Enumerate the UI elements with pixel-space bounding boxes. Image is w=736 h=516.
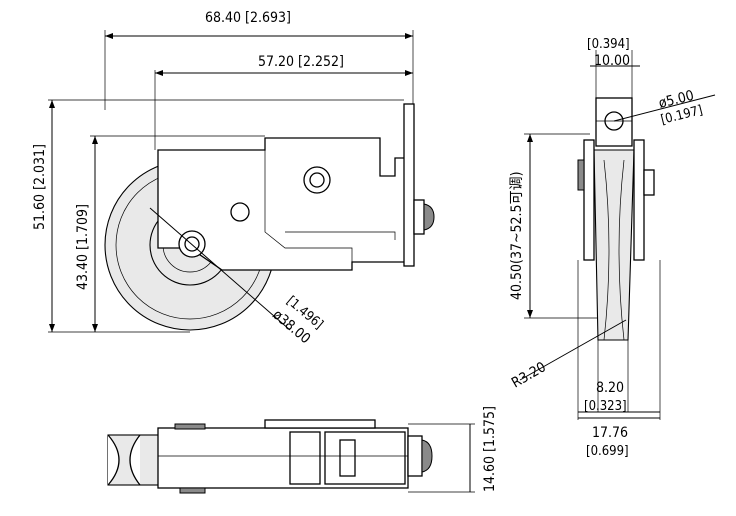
pin-width-in: [0.394] xyxy=(587,37,630,52)
bottom-height-dim: 14.60 [1.575] xyxy=(482,406,498,492)
total-width-mm: 17.76 xyxy=(592,425,628,441)
pin-width-mm: 10.00 xyxy=(594,53,630,69)
slot-hole xyxy=(230,202,250,222)
bracket-length-dim: 57.20 [2.252] xyxy=(258,54,344,70)
overall-height-dim: 51.60 [2.031] xyxy=(32,144,48,230)
side-wheel xyxy=(593,149,635,341)
front-view: 68.40 [2.693] 57.20 [2.252] 51.60 [2.031… xyxy=(32,10,435,347)
end-plate xyxy=(403,103,415,267)
side-view: [0.394] 10.00 ø5.00 [0.197] 40.50(37~52.… xyxy=(509,37,716,459)
wheel-width-in: [0.323] xyxy=(584,399,627,414)
overall-length-dim: 68.40 [2.693] xyxy=(205,10,291,26)
axle-height-dim: 43.40 [1.709] xyxy=(75,204,91,290)
total-width-in: [0.699] xyxy=(586,444,629,459)
adjust-range-dim: 40.50(37~52.5可调) xyxy=(509,172,525,301)
groove-radius: R3.20 xyxy=(509,359,549,391)
wheel-width-mm: 8.20 xyxy=(596,380,624,396)
bottom-view: 14.60 [1.575] xyxy=(107,406,498,494)
